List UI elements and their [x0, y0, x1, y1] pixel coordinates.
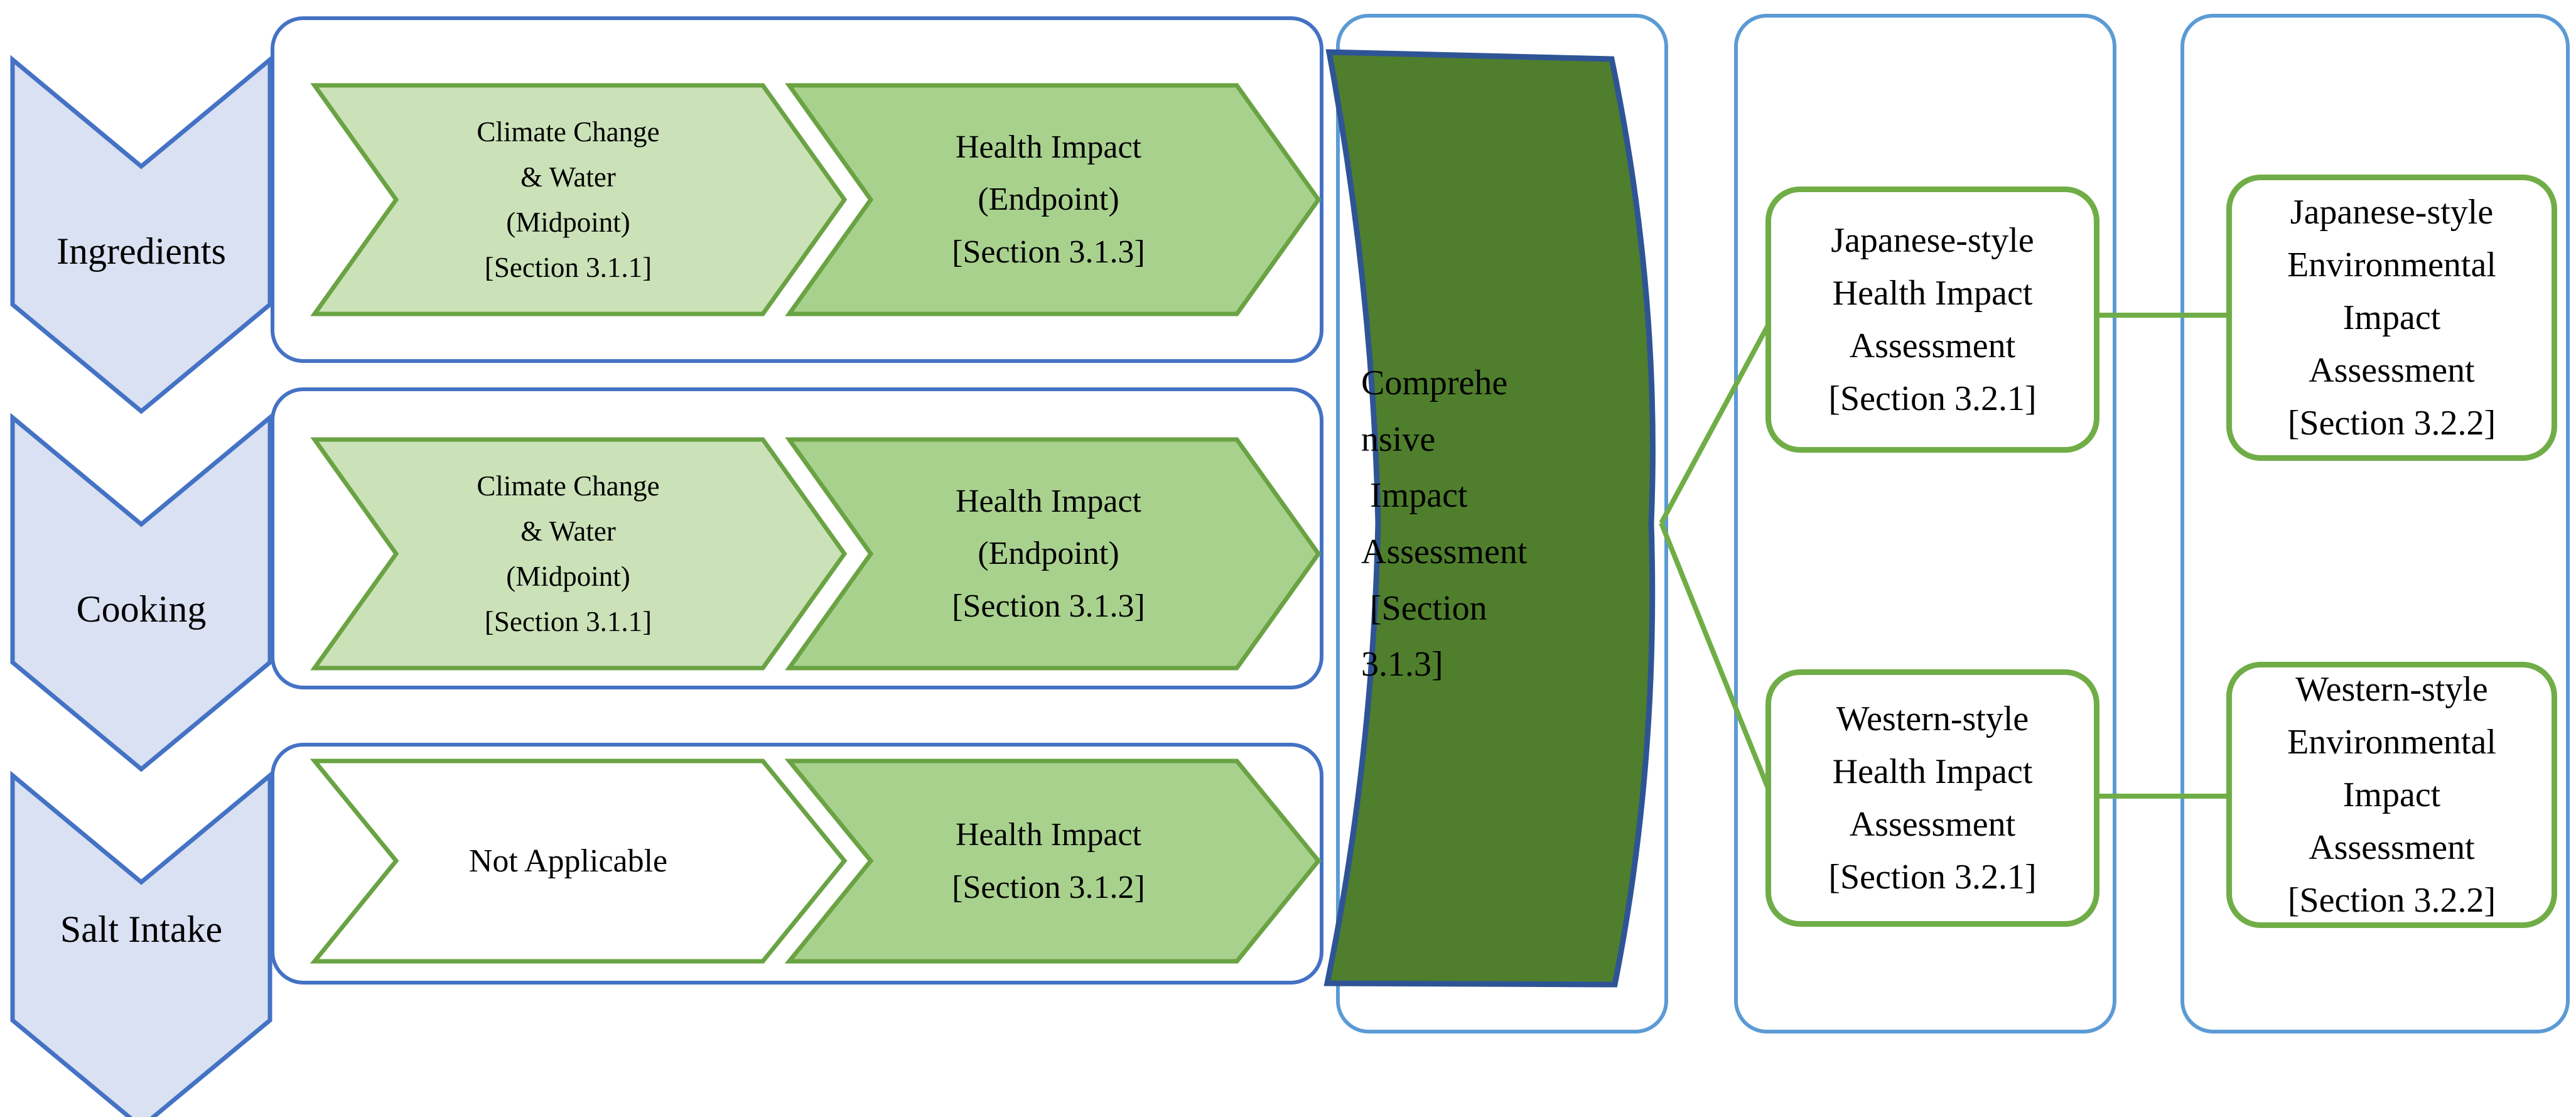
endpoint-arrow-cooking [785, 437, 1322, 671]
stage-label-ingredients: Ingredients [57, 230, 226, 272]
stage-chevron-salt-intake [10, 770, 272, 1117]
endpoint-arrow-salt-intake [784, 758, 1322, 964]
comprehensive-shape [1323, 49, 1656, 988]
endpoint-arrow-ingredients [785, 83, 1322, 316]
not-applicable-arrow-salt-intake [310, 758, 848, 964]
japanese-health-assessment-label: Japanese-style Health Impact Assessment … [1828, 221, 2037, 418]
comprehensive-label: Comprehe nsive Impact Assessment [Sectio… [1361, 364, 1528, 684]
japanese-environmental-assessment-box [2226, 175, 2557, 461]
midpoint-label-cooking: Climate Change & Water (Midpoint) [Secti… [477, 470, 660, 637]
stage-label-salt-intake: Salt Intake [60, 908, 223, 950]
endpoint-label-ingredients: Health Impact (Endpoint) [Section 3.1.3] [952, 129, 1145, 270]
stage-label-cooking: Cooking [76, 588, 207, 630]
stage-chevron-cooking [10, 413, 272, 772]
western-environmental-assessment-box [2226, 662, 2557, 928]
midpoint-arrow-ingredients [310, 83, 848, 316]
japanese-environmental-assessment-label: Japanese-style Environmental Impact Asse… [2287, 193, 2496, 443]
connector-comprehensive-to-western-health [1659, 522, 1774, 799]
endpoint-label-salt-intake: Health Impact [Section 3.1.2] [952, 817, 1145, 905]
midpoint-arrow-cooking [310, 437, 848, 671]
japanese-health-assessment-box [1765, 186, 2099, 453]
stage-chevron-ingredients [10, 55, 272, 414]
western-health-assessment-label: Western-style Health Impact Assessment [… [1828, 699, 2037, 897]
endpoint-label-cooking: Health Impact (Endpoint) [Section 3.1.3] [952, 483, 1145, 624]
connector-comprehensive-to-japanese-health [1659, 317, 1774, 524]
not-applicable-label: Not Applicable [468, 843, 668, 879]
western-health-assessment-box [1765, 669, 2099, 927]
midpoint-label-ingredients: Climate Change & Water (Midpoint) [Secti… [477, 116, 660, 283]
western-environmental-assessment-label: Western-style Environmental Impact Asses… [2287, 670, 2496, 920]
